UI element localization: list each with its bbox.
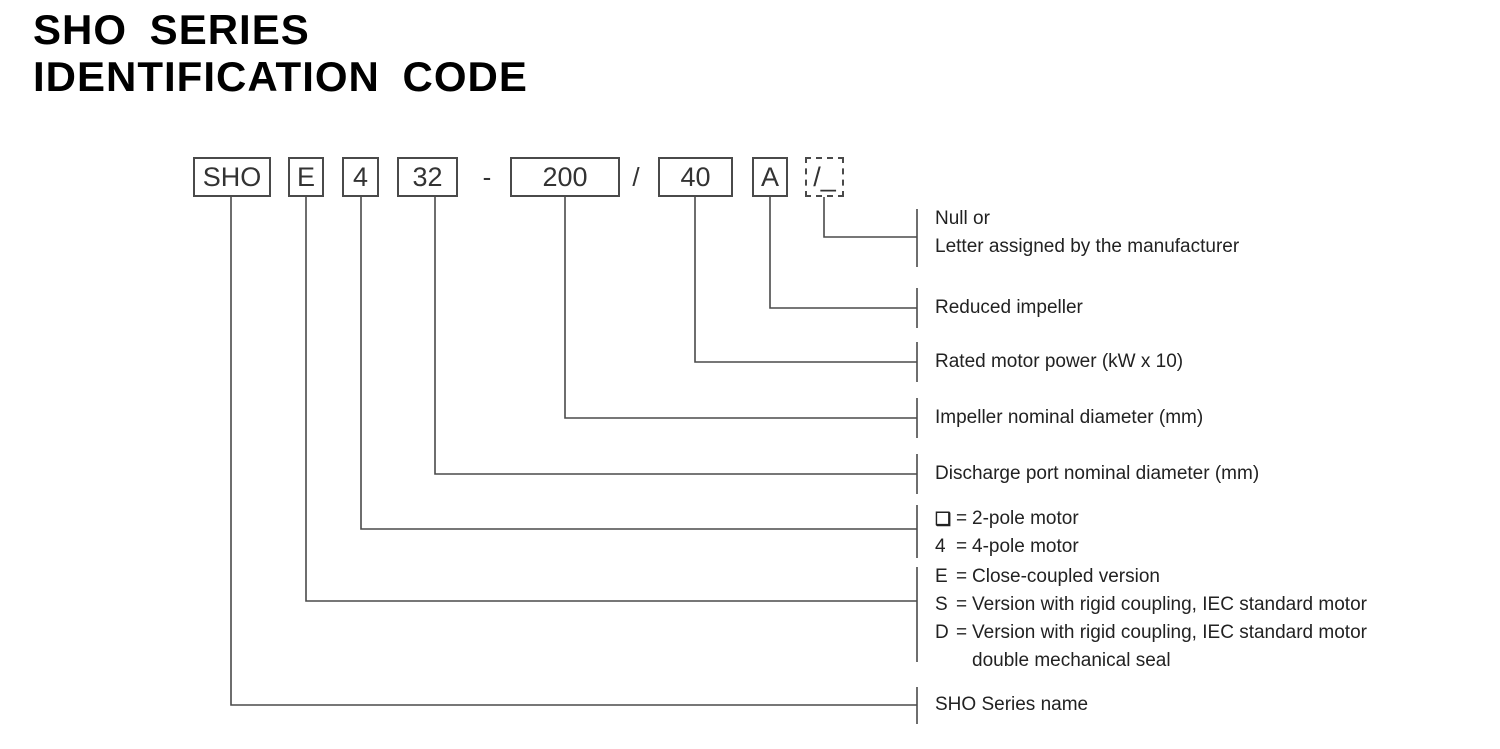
page-title: SHO SERIES IDENTIFICATION CODE: [33, 6, 528, 100]
label-manufacturer: Null or Letter assigned by the manufactu…: [935, 205, 1239, 261]
label-reduced-impeller: Reduced impeller: [935, 297, 1083, 318]
versions-e-value: Close-coupled version: [972, 566, 1160, 587]
poles-4pole-key: 4: [935, 536, 946, 557]
versions-cont-value: double mechanical seal: [972, 650, 1171, 671]
versions-row-e: E = Close-coupled version: [935, 563, 1367, 591]
equals-sign: =: [956, 622, 968, 643]
dash-separator: -: [482, 161, 492, 192]
label-versions: E = Close-coupled version S = Version wi…: [935, 563, 1367, 675]
label-manufacturer-line1: Null or: [935, 208, 990, 229]
connector-discharge-port: [434, 197, 917, 475]
equals-sign: =: [956, 508, 968, 529]
page-title-line2: IDENTIFICATION CODE: [33, 53, 528, 100]
versions-d-value: Version with rigid coupling, IEC standar…: [972, 622, 1367, 643]
code-box-version: E: [288, 157, 324, 197]
versions-d-key: D: [935, 622, 949, 643]
equals-sign: =: [956, 566, 968, 587]
poles-row-2pole: ❑ = 2-pole motor: [935, 505, 1079, 533]
code-box-series: SHO: [193, 157, 271, 197]
code-box-motor-power: 40: [658, 157, 733, 197]
connector-version: [305, 197, 917, 602]
connector-manufacturer: [823, 197, 917, 238]
code-box-impeller-diameter: 200: [510, 157, 620, 197]
label-manufacturer-line2: Letter assigned by the manufacturer: [935, 236, 1240, 257]
versions-s-value: Version with rigid coupling, IEC standar…: [972, 594, 1367, 615]
connector-reduced-impeller: [769, 197, 917, 309]
label-motor-power: Rated motor power (kW x 10): [935, 351, 1184, 372]
versions-s-key: S: [935, 594, 948, 615]
poles-row-4pole: 4 = 4-pole motor: [935, 533, 1079, 561]
versions-row-s: S = Version with rigid coupling, IEC sta…: [935, 591, 1367, 619]
code-box-reduced-impeller: A: [752, 157, 788, 197]
label-impeller-diameter: Impeller nominal diameter (mm): [935, 407, 1204, 428]
label-series-name: SHO Series name: [935, 694, 1089, 715]
versions-row-d: D = Version with rigid coupling, IEC sta…: [935, 619, 1367, 647]
connector-poles: [360, 197, 917, 530]
poles-2pole-value: 2-pole motor: [972, 508, 1079, 529]
square-placeholder-icon: ❑: [935, 509, 952, 529]
poles-4pole-value: 4-pole motor: [972, 536, 1079, 557]
code-box-poles: 4: [342, 157, 379, 197]
equals-sign: =: [956, 594, 968, 615]
connector-motor-power: [694, 197, 917, 363]
connector-impeller-diameter: [564, 197, 917, 419]
versions-cont-eq: [956, 647, 972, 675]
page-title-line1: SHO SERIES: [33, 6, 310, 53]
code-box-discharge-port: 32: [397, 157, 458, 197]
equals-sign: =: [956, 536, 968, 557]
versions-e-key: E: [935, 566, 948, 587]
label-poles: ❑ = 2-pole motor 4 = 4-pole motor: [935, 505, 1079, 561]
label-discharge-port: Discharge port nominal diameter (mm): [935, 463, 1260, 484]
code-box-manufacturer-letter: /_: [805, 157, 844, 197]
versions-cont-key: [935, 647, 956, 675]
connector-series-name: [230, 197, 917, 706]
versions-row-d-continuation: double mechanical seal: [935, 647, 1367, 675]
slash-separator: /: [632, 161, 640, 192]
